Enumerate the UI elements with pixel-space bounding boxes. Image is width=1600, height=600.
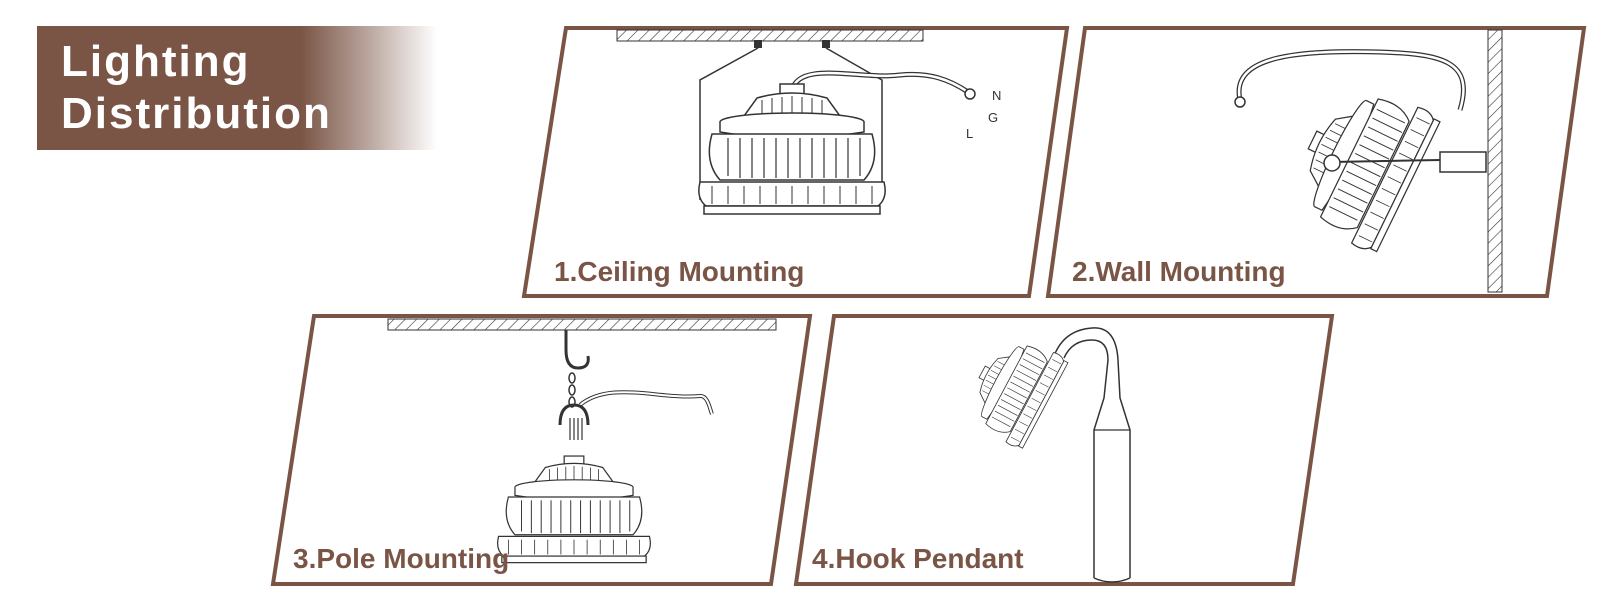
wire-label-g: G <box>988 110 998 125</box>
wall-hatch <box>1487 29 1503 293</box>
panel-frame <box>1045 26 1587 298</box>
title-line-2: Distribution <box>61 89 332 138</box>
panel-frame <box>270 314 813 586</box>
panel-label: 1.Ceiling Mounting <box>554 256 804 287</box>
panel-label: 4.Hook Pendant <box>812 543 1024 574</box>
panel-frame <box>521 26 1070 298</box>
wire-label-l: L <box>966 126 973 141</box>
hook-pendant-fixture-illustration <box>957 326 1131 583</box>
panel-ceiling-mounting: N G L 1.Ceiling Mounting <box>521 26 1070 298</box>
wire-label-n: N <box>992 88 1001 103</box>
ceiling-hatch <box>387 318 777 331</box>
page-title: Lighting Distribution <box>61 36 332 140</box>
ceiling-mount-fixture-illustration: N G L <box>698 40 1001 215</box>
title-line-1: Lighting <box>61 37 251 86</box>
panel-label: 3.Pole Mounting <box>293 543 509 574</box>
pole-mount-fixture-illustration <box>497 330 714 564</box>
panel-wall-mounting: 2.Wall Mounting <box>1045 26 1587 298</box>
panel-pole-mounting: 3.Pole Mounting <box>270 314 813 586</box>
title-banner: Lighting Distribution <box>37 26 437 150</box>
ceiling-hatch <box>616 29 924 42</box>
panel-label: 2.Wall Mounting <box>1072 256 1286 287</box>
panel-frame <box>793 314 1335 586</box>
wall-mount-fixture-illustration <box>1234 49 1487 256</box>
panel-hook-pendant: 4.Hook Pendant <box>793 314 1335 586</box>
